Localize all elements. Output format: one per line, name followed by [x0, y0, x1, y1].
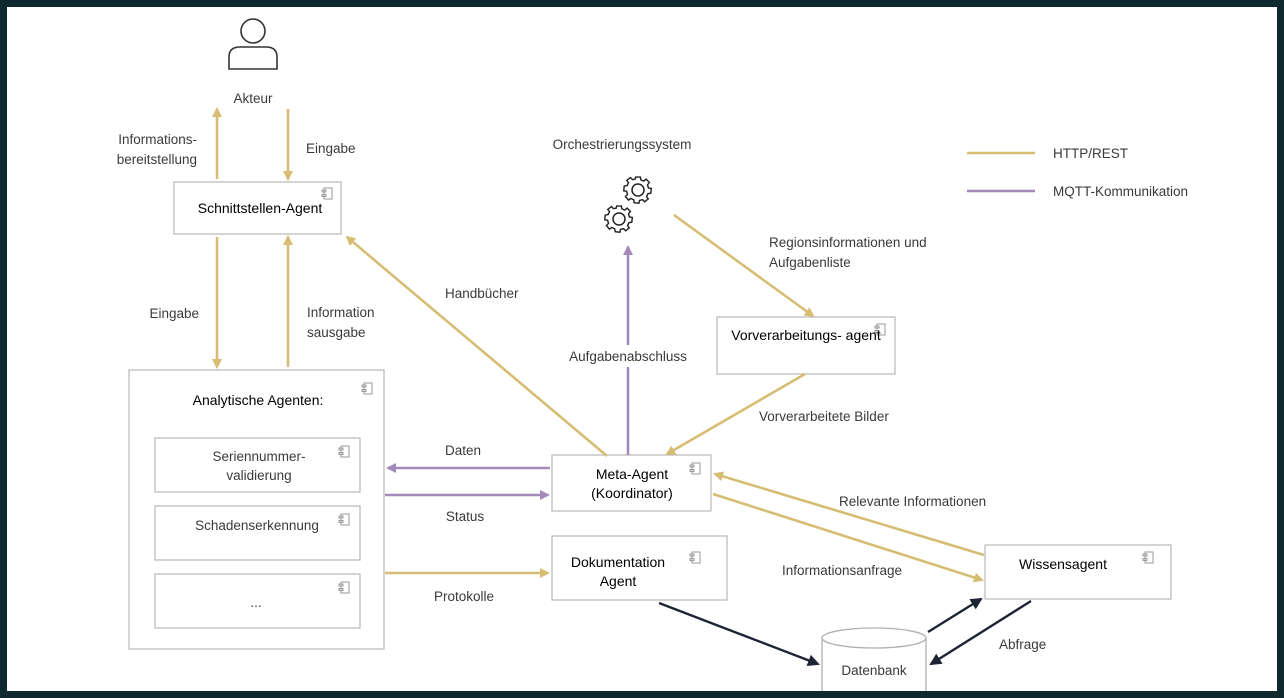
edge-data-label: Daten [445, 443, 481, 458]
edge-manuals [345, 235, 608, 457]
serial-validation-node: Seriennummer- validierung [154, 437, 361, 493]
serial-validation-line2: validierung [226, 468, 291, 483]
knowledge-agent-title: Wissensagent [1019, 556, 1107, 572]
edge-info-provision-line1: Informations- [118, 132, 197, 147]
actor-icon [228, 18, 278, 70]
edge-manuals-label: Handbücher [445, 286, 519, 301]
gears-icon [603, 176, 653, 233]
edge-task-completion-bg [555, 345, 703, 367]
damage-detection-label: Schadenserkennung [195, 518, 319, 533]
more-agents-node: ... [154, 573, 361, 629]
edge-info-provision-line2: bereitstellung [117, 152, 197, 167]
edge-status-label: Status [446, 509, 485, 524]
edge-relevant-info [713, 471, 985, 557]
architecture-diagram: Akteur HTTP/REST MQTT-Kommunikation Orch… [117, 18, 1188, 691]
edge-preprocessed-images-label: Vorverarbeitete Bilder [759, 409, 889, 424]
documentation-agent-node: Dokumentation Agent [551, 535, 728, 601]
more-agents-label: ... [250, 595, 261, 610]
preprocessing-agent-title: Vorverarbeitungs- agent [731, 327, 881, 343]
edge-preprocessed-images [665, 372, 806, 456]
meta-agent-line2: (Koordinator) [591, 485, 673, 501]
edge-info-request [712, 492, 984, 583]
interface-agent-node: Schnittstellen-Agent [173, 181, 342, 235]
documentation-agent-line2: Agent [600, 573, 637, 589]
orchestration-label: Orchestrierungssystem [553, 137, 692, 152]
documentation-agent-line1: Dokumentation [571, 554, 665, 570]
edge-db-to-knowledge [927, 597, 983, 634]
edge-info-output-line1: Information [307, 305, 375, 320]
edge-protocols-label: Protokolle [434, 589, 494, 604]
edge-region-info [673, 213, 815, 318]
edge-task-completion-label: Aufgabenabschluss [569, 349, 687, 364]
knowledge-agent-node: Wissensagent [984, 544, 1172, 600]
edge-region-info-line2: Aufgabenliste [769, 255, 851, 270]
legend-mqtt-label: MQTT-Kommunikation [1053, 184, 1188, 199]
meta-agent-node: Meta-Agent (Koordinator) [551, 454, 712, 512]
legend-http-label: HTTP/REST [1053, 146, 1128, 161]
interface-agent-title: Schnittstellen-Agent [198, 200, 323, 216]
edge-doc-to-db [658, 601, 820, 667]
preprocessing-agent-node: Vorverarbeitungs- agent [716, 316, 896, 375]
analytic-agents-title: Analytische Agenten: [193, 392, 324, 408]
meta-agent-line1: Meta-Agent [596, 466, 668, 482]
edge-input-left-label: Eingabe [149, 306, 199, 321]
edge-info-request-label: Informationsanfrage [782, 563, 902, 578]
edge-relevant-info-label: Relevante Informationen [839, 494, 986, 509]
edge-info-output-line2: sausgabe [307, 325, 366, 340]
edge-region-info-line1: Regionsinformationen und [769, 235, 927, 250]
serial-validation-line1: Seriennummer- [212, 449, 305, 464]
database-label: Datenbank [841, 663, 907, 678]
edge-query-label: Abfrage [999, 637, 1046, 652]
edge-input-top-label: Eingabe [306, 141, 356, 156]
actor-label: Akteur [233, 91, 273, 106]
damage-detection-node: Schadenserkennung [154, 505, 361, 561]
database-icon [821, 627, 927, 691]
edge-query [929, 599, 1032, 666]
